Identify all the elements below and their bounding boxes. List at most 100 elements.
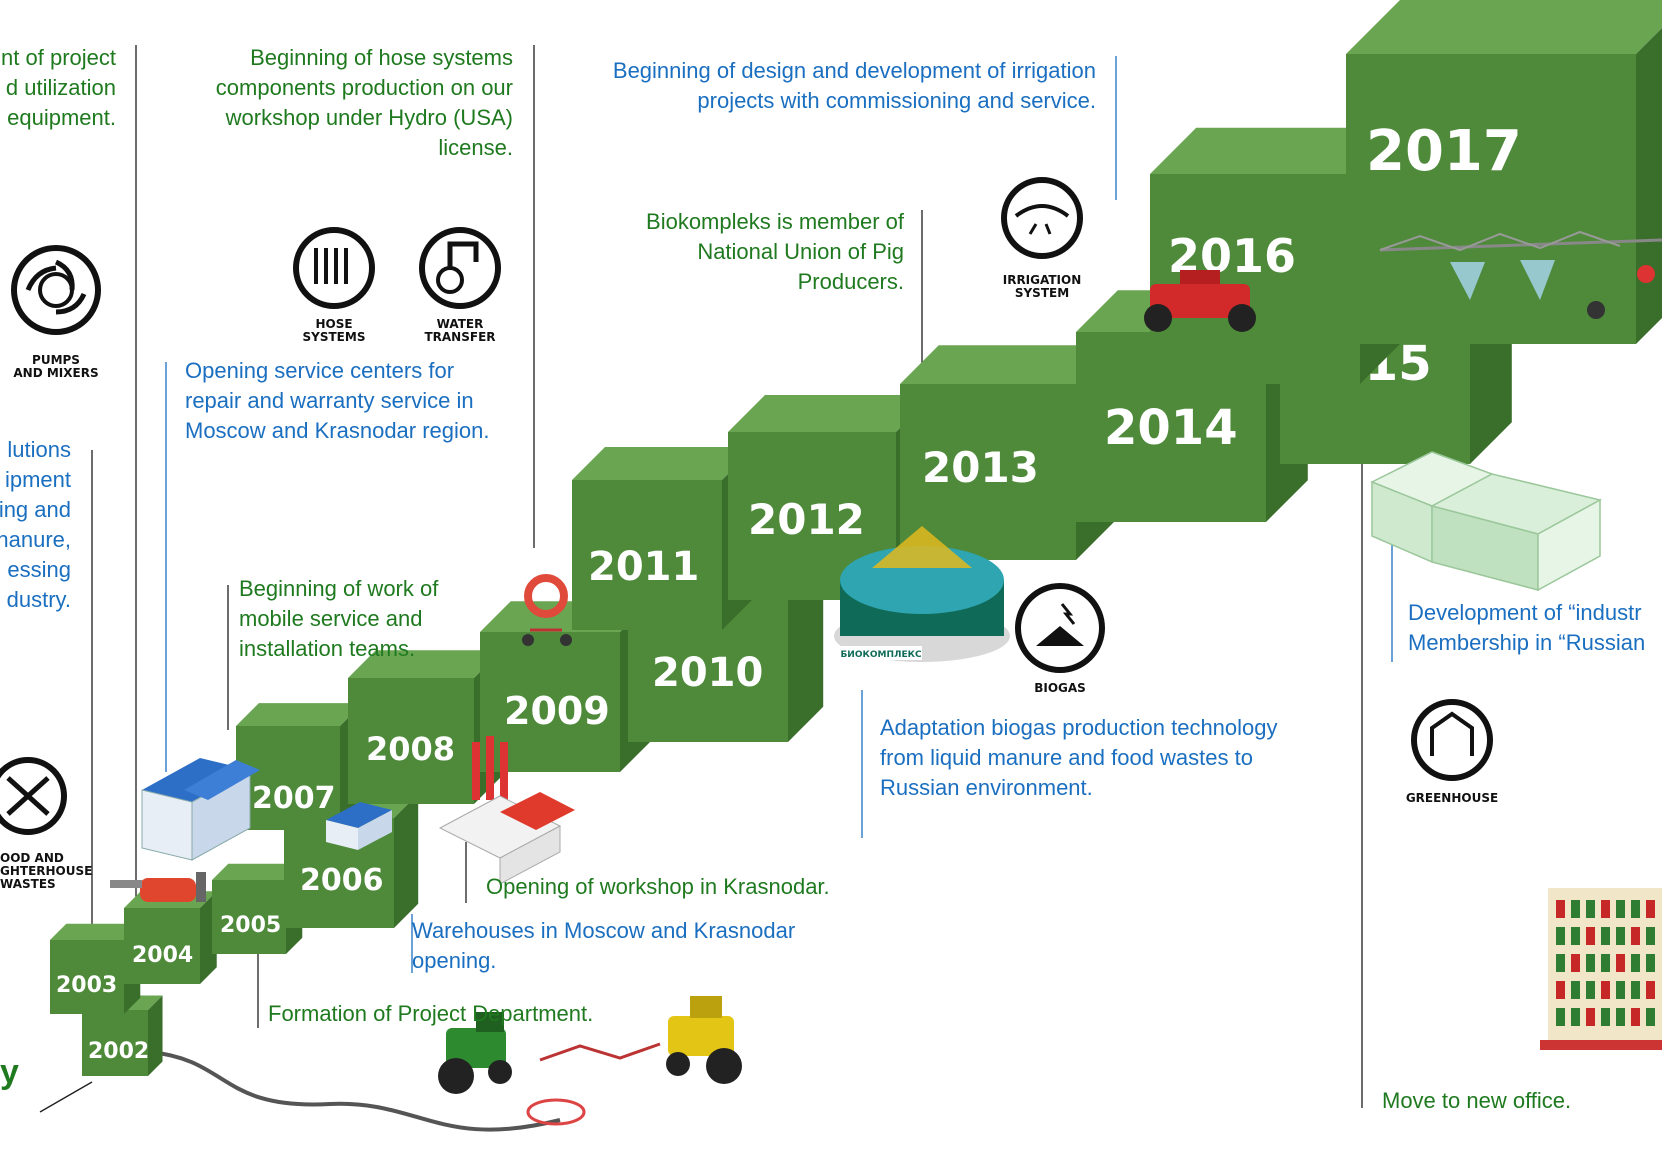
annotation-new-office: Move to new office. (1382, 1088, 1572, 1113)
cube-side (394, 793, 419, 928)
tractor-illustration (438, 996, 742, 1126)
office-window (1616, 1008, 1625, 1026)
annotation-line: Moscow and Krasnodar region. (185, 418, 490, 443)
cube-top (348, 650, 502, 678)
separator-illustration (110, 872, 206, 902)
office-window (1646, 900, 1655, 918)
icon-label-text: OOD AND GHTERHOUSE WASTES (0, 851, 93, 891)
year-cube-2004: 2004 (124, 891, 217, 984)
icon-label-text: GREENHOUSE (1405, 791, 1499, 805)
year-cube-2002: 2002 (82, 995, 163, 1076)
office-window (1556, 954, 1565, 972)
year-label: 2005 (220, 913, 281, 938)
office-window (1586, 981, 1595, 999)
office-building-illustration (1540, 888, 1662, 1050)
annotation-line: National Union of Pig (697, 239, 904, 264)
annotation-line: Beginning of hose systems (250, 45, 513, 70)
office-window (1556, 981, 1565, 999)
annotation-industrial-dev: Development of “industr Membership in “R… (1408, 598, 1662, 658)
annotation-line: mobile service and (239, 606, 423, 631)
cube-front (212, 880, 286, 954)
food-wastes-icon (0, 757, 67, 835)
annotation-line: workshop under Hydro (USA) (225, 105, 513, 130)
year-label: 2003 (56, 973, 117, 998)
biogas-tank-illustration: БИОКОМПЛЕКС (834, 526, 1010, 662)
icon-label-text: WATER TRANSFER (424, 317, 496, 344)
year-label: 2002 (88, 1039, 149, 1064)
cable (149, 1050, 561, 1132)
annotation-line: Warehouses in Moscow and Krasnodar (412, 918, 796, 943)
office-window (1601, 927, 1610, 945)
annotation-line: lutions (7, 437, 71, 462)
office-window (1616, 927, 1625, 945)
cube-top (212, 863, 303, 880)
office-window (1601, 900, 1610, 918)
office-window (1601, 954, 1610, 972)
office-window (1586, 900, 1595, 918)
irrigation-system-icon (1001, 177, 1083, 259)
annotation-line: Adaptation biogas production technology (880, 715, 1278, 740)
hose-reel-illustration (522, 574, 572, 646)
warehouse-illustration (141, 758, 260, 861)
annotation-line: Membership in “Russian (1408, 630, 1646, 655)
line-h (39, 1081, 93, 1113)
office-window (1631, 981, 1640, 999)
cube-top (1346, 0, 1662, 54)
annotation-pig-union: Biokompleks is member of National Union … (620, 207, 904, 297)
pumps-mixers-icon (11, 245, 101, 335)
factory-illustration (438, 736, 575, 885)
annotation-line: nanure, (0, 527, 71, 552)
year-label: 2007 (252, 781, 336, 816)
annotation-solutions: lutions ipment ing and nanure, essing du… (0, 435, 71, 615)
greenhouse-illustration (1370, 451, 1603, 592)
annotation-project-dev: nt of project d utilization equipment. (0, 43, 116, 133)
year-label: 2009 (504, 689, 610, 733)
office-window (1586, 1008, 1595, 1026)
annotation-line: equipment. (7, 105, 116, 130)
annotation-line: nt of project (1, 45, 116, 70)
cube-side (1636, 28, 1662, 344)
year-label: 2012 (748, 495, 865, 544)
water-transfer-label: WATER TRANSFER (420, 318, 500, 344)
office-window (1616, 900, 1625, 918)
annotation-irrigation-design: Beginning of design and development of i… (575, 56, 1096, 116)
annotation-warehouses: Warehouses in Moscow and Krasnodar openi… (412, 916, 812, 976)
cube-top (236, 703, 363, 726)
icon-label-text: BIOGAS (1034, 681, 1086, 695)
annotation-mobile-teams: Beginning of work of mobile service and … (239, 574, 479, 664)
cube-front (124, 908, 200, 984)
greenhouse-icon (1411, 699, 1493, 781)
cube-top (728, 395, 933, 432)
office-window (1646, 981, 1655, 999)
annotation-line: dustry. (6, 587, 71, 612)
cube-front (348, 678, 474, 804)
biogas-icon (1015, 583, 1105, 673)
water-transfer-icon (419, 227, 501, 309)
annotation-project-department: Formation of Project Department. (268, 1001, 594, 1026)
year-label: 2014 (1104, 400, 1238, 456)
cube-top (900, 345, 1115, 384)
annotation-line: repair and warranty service in (185, 388, 474, 413)
annotation-line: license. (438, 135, 513, 160)
cube-front (50, 940, 124, 1014)
annotation-workshop-krasnodar: Opening of workshop in Krasnodar. (486, 874, 830, 899)
annotation-line: components production on our (215, 75, 513, 100)
office-window (1631, 927, 1640, 945)
cube-top (1150, 127, 1407, 174)
year-label: 2004 (132, 943, 193, 968)
connector-lines-blue (165, 56, 1393, 973)
office-window (1631, 900, 1640, 918)
icon-label-text: PUMPS AND MIXERS (13, 353, 99, 380)
irrigation-system-label: IRRIGATION SYSTEM (996, 274, 1088, 300)
office-window (1586, 954, 1595, 972)
pumps-mixers-label: PUMPS AND MIXERS (6, 354, 106, 380)
office-window (1571, 900, 1580, 918)
year-label: 2013 (922, 443, 1039, 492)
icon-label-text: HOSE SYSTEMS (302, 317, 366, 344)
year-label: 2006 (300, 863, 384, 898)
office-window (1571, 981, 1580, 999)
cube-front (236, 726, 340, 830)
office-window (1646, 954, 1655, 972)
annotation-line: Producers. (797, 269, 904, 294)
annotation-line: Beginning of work of (239, 576, 439, 601)
